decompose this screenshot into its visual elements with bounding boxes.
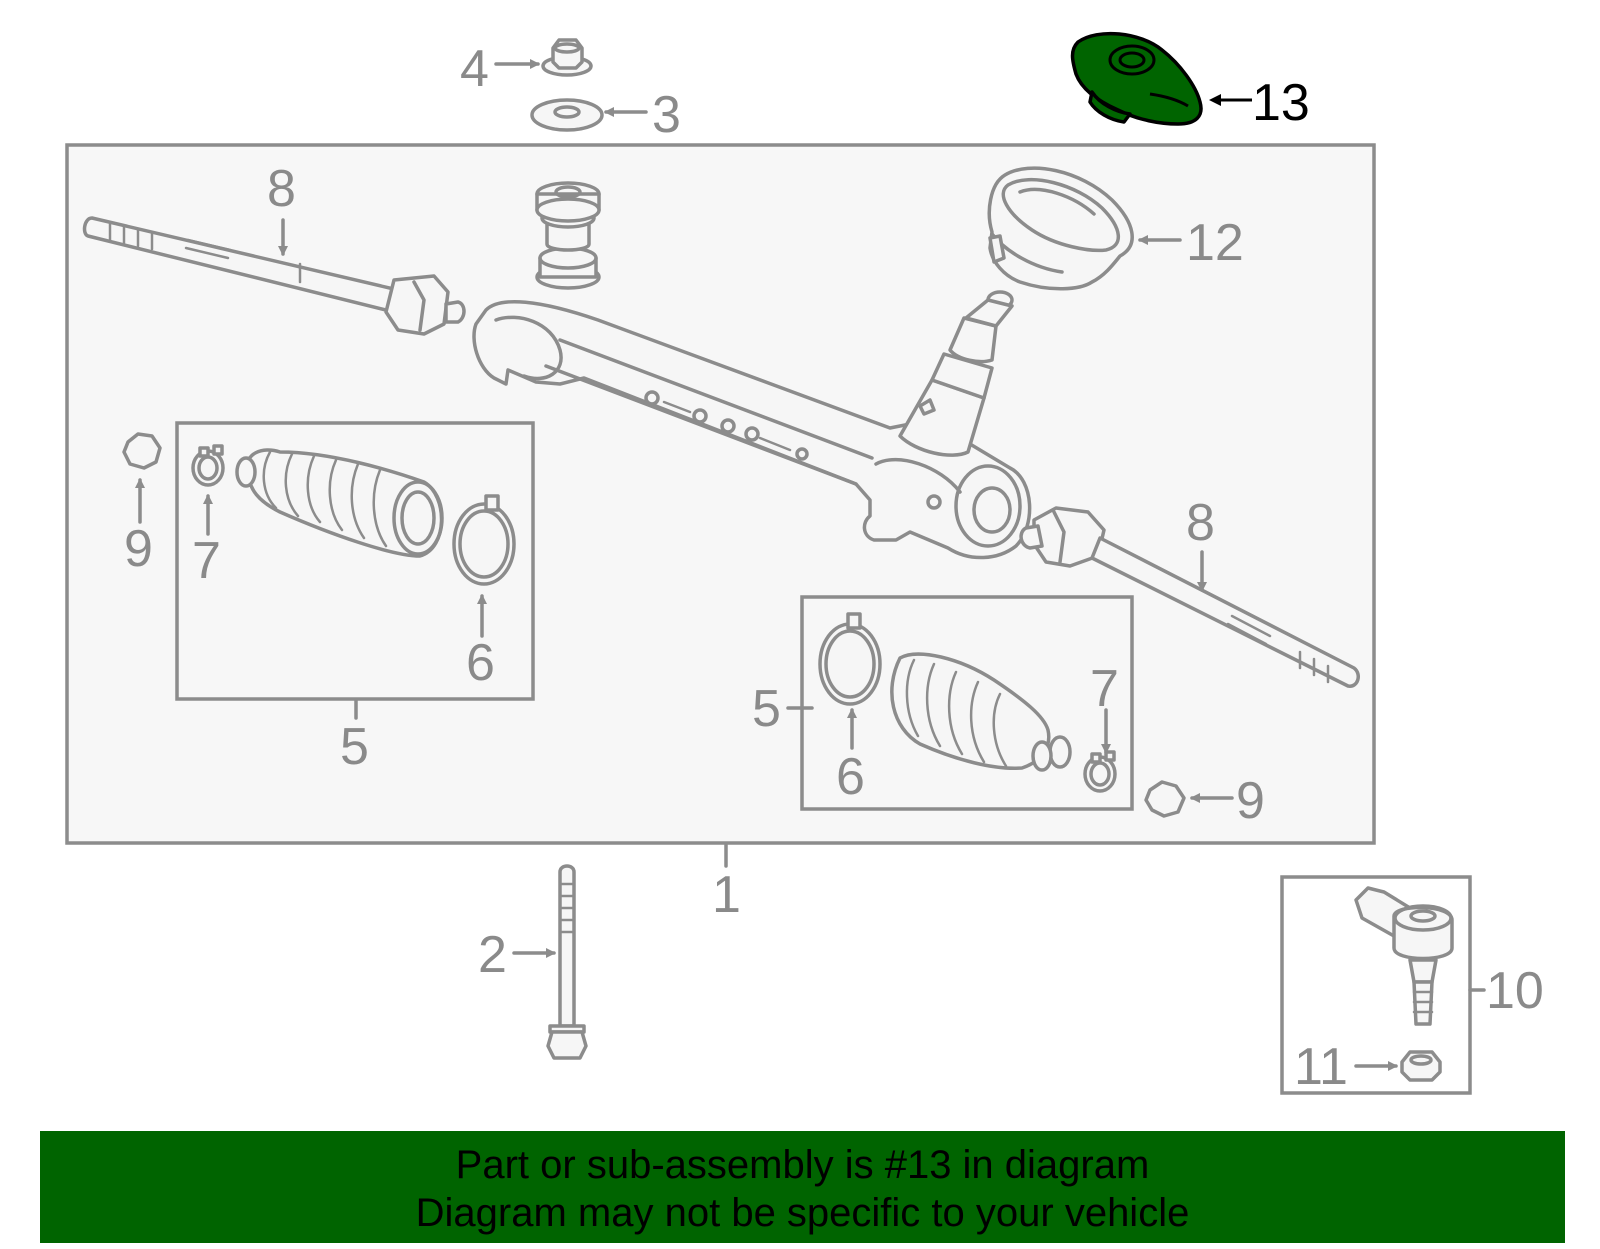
callout-labels: 4 3 8 12 8 9 7 6 5 5 6 7 9 1 2 10 11 13 bbox=[124, 40, 1544, 1096]
callout-5-left: 5 bbox=[340, 718, 369, 776]
part-7-clamp-right bbox=[1083, 750, 1117, 793]
part-3-washer bbox=[530, 98, 604, 132]
part-6-clamp-right bbox=[818, 612, 882, 706]
part-5-boot-right bbox=[890, 652, 1072, 772]
banner-line-2: Diagram may not be specific to your vehi… bbox=[415, 1191, 1190, 1235]
part-5-boot-left bbox=[235, 448, 444, 558]
callout-3: 3 bbox=[652, 86, 681, 144]
callout-12: 12 bbox=[1186, 214, 1244, 272]
part-13-highlighted[interactable] bbox=[1070, 31, 1203, 126]
part-9-nut-right bbox=[1144, 780, 1186, 818]
part-4-nut bbox=[541, 38, 593, 77]
callout-5-right: 5 bbox=[752, 680, 781, 738]
callout-9-left: 9 bbox=[124, 520, 153, 578]
callout-11: 11 bbox=[1294, 1038, 1348, 1096]
callout-6-left: 6 bbox=[466, 634, 495, 692]
rack-housing bbox=[472, 290, 1032, 560]
part-7-clamp-left bbox=[191, 444, 225, 487]
callout-9-right: 9 bbox=[1236, 772, 1265, 830]
part-11-nut bbox=[1400, 1050, 1442, 1082]
callout-13: 13 bbox=[1252, 74, 1310, 132]
callout-8-right: 8 bbox=[1186, 494, 1215, 552]
callout-8-left: 8 bbox=[267, 160, 296, 218]
banner-line-1: Part or sub-assembly is #13 in diagram bbox=[455, 1143, 1150, 1187]
callout-10: 10 bbox=[1486, 962, 1544, 1020]
callout-7-right: 7 bbox=[1090, 660, 1119, 718]
part-12-seal bbox=[987, 166, 1134, 291]
part-10-tie-rod-end bbox=[1354, 886, 1454, 1026]
leader-lines bbox=[135, 59, 1486, 1071]
part-8-inner-tie-rod-left bbox=[82, 216, 466, 336]
callout-6-right: 6 bbox=[836, 748, 865, 806]
callout-2: 2 bbox=[478, 926, 507, 984]
mount-bushing bbox=[535, 181, 601, 290]
callout-1: 1 bbox=[712, 866, 741, 924]
callout-7-left: 7 bbox=[192, 532, 221, 590]
callout-4: 4 bbox=[460, 40, 489, 98]
part-8-inner-tie-rod-right bbox=[1019, 506, 1360, 688]
info-banner: Part or sub-assembly is #13 in diagram D… bbox=[40, 1131, 1565, 1243]
part-9-nut-left bbox=[122, 432, 162, 470]
part-2-bolt bbox=[546, 864, 588, 1060]
part-6-clamp-left bbox=[452, 494, 516, 586]
